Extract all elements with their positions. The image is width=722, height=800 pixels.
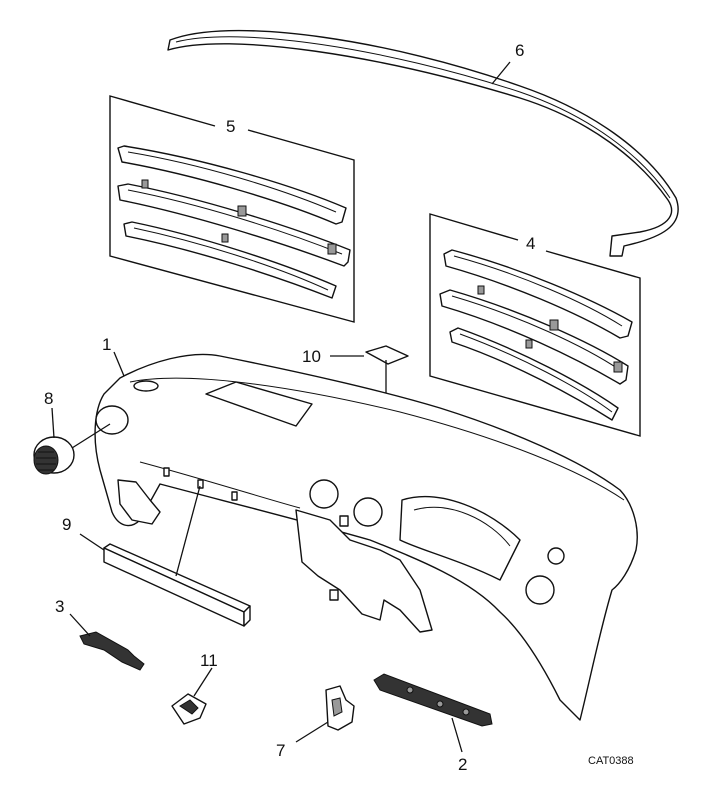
leader-3 [69, 613, 91, 637]
part-1-fascia [94, 353, 638, 721]
leader-9 [79, 533, 105, 551]
part-6-seal-strip [167, 29, 679, 257]
part-9-foam-strip [103, 543, 251, 627]
part-2-support-rail [373, 673, 493, 727]
callout-6: 6 [515, 41, 524, 60]
leader-2 [451, 717, 463, 753]
callout-8: 8 [44, 389, 53, 408]
leader-9b [175, 485, 201, 577]
part-8-round-vent [33, 436, 75, 475]
callout-10: 10 [302, 347, 321, 366]
leader-6 [491, 61, 511, 85]
part-11-switch [171, 693, 207, 725]
callout-3: 3 [55, 597, 64, 616]
leader-11 [193, 667, 213, 697]
part-4-grilles [439, 249, 633, 421]
leader-8b [71, 423, 111, 449]
callout-4: 4 [526, 234, 535, 253]
part-5-grilles [117, 145, 351, 299]
reference-code: CAT0388 [588, 755, 634, 767]
part-4-box [429, 213, 641, 437]
callout-9: 9 [62, 515, 71, 534]
leader-1 [113, 351, 125, 377]
callout-5: 5 [226, 117, 235, 136]
part-3-bracket [79, 631, 145, 671]
callout-7: 7 [276, 741, 285, 760]
part-7-bracket [325, 685, 355, 731]
callout-1: 1 [102, 335, 111, 354]
part-5-box [109, 95, 355, 323]
leader-8 [51, 407, 55, 439]
leader-7 [295, 721, 329, 743]
callout-2: 2 [458, 755, 467, 774]
callout-11: 11 [200, 651, 218, 670]
